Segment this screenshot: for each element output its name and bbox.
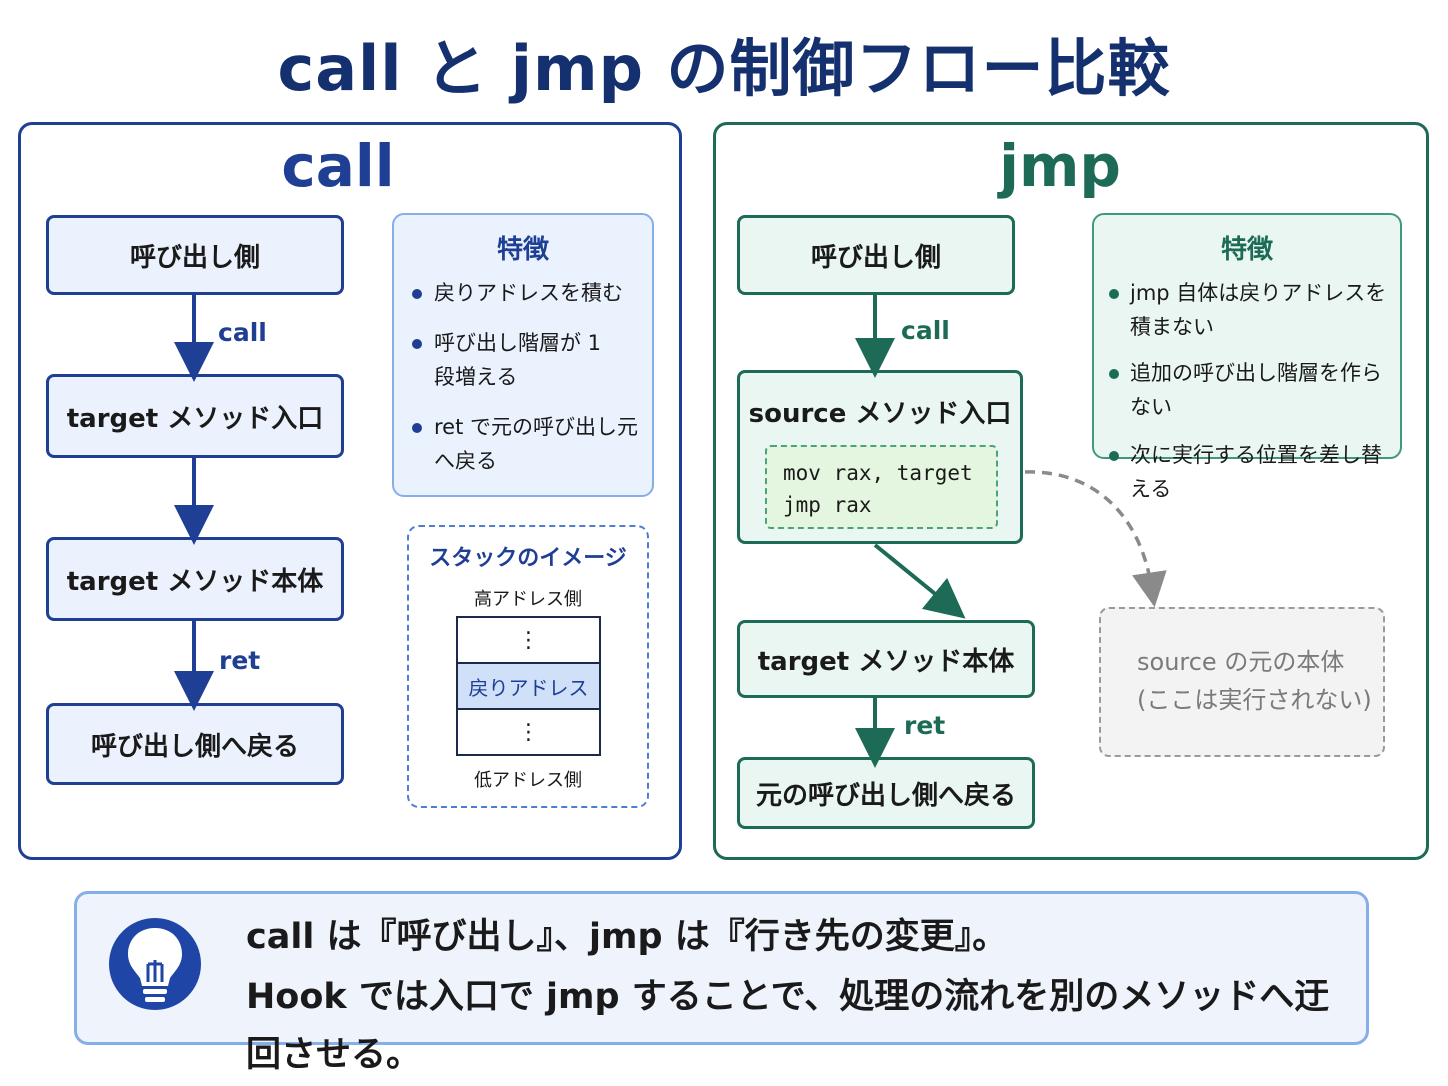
call-features-title: 特徴	[496, 235, 549, 265]
stack-cell-upper: ⋮	[456, 616, 601, 664]
call-feature-item: 戻りアドレスを積む	[394, 276, 652, 310]
jmp-panel-heading: jmp	[999, 132, 1121, 200]
call-target-entry-box: target メソッド入口	[46, 374, 344, 458]
call-feature-item: 呼び出し階層が 1 段増える	[394, 326, 652, 394]
jmp-code-snippet: mov rax, target jmp rax	[765, 445, 998, 529]
stack-cell-return-address: 戻りアドレス	[456, 662, 601, 710]
jmp-feature-item: 次に実行する位置を差し替える	[1094, 438, 1400, 506]
bullet-dot	[412, 339, 422, 349]
jmp-caller-box: 呼び出し側	[737, 215, 1015, 295]
call-edge-label-call: call	[218, 318, 267, 347]
call-feature-2-line2: 段増える	[434, 365, 518, 389]
bullet-dot	[412, 289, 422, 299]
code-line-2: jmp rax	[783, 493, 872, 517]
call-feature-3-line2: へ戻る	[434, 449, 497, 473]
call-target-body-box: target メソッド本体	[46, 537, 344, 621]
call-feature-3-line1: ret で元の呼び出し元	[434, 415, 639, 439]
jmp-feature-3-text: 次に実行する位置を差し替える	[1130, 443, 1382, 501]
jmp-arrow-to-target	[873, 543, 966, 619]
note-line-1: call は『呼び出し』、jmp は『行き先の変更』。	[246, 917, 1008, 957]
call-feature-1-text: 戻りアドレスを積む	[434, 281, 623, 305]
call-edge-label-ret: ret	[219, 646, 261, 675]
jmp-arrow-skipped	[1024, 470, 1167, 608]
jmp-return-box: 元の呼び出し側へ戻る	[737, 757, 1035, 829]
jmp-features-title: 特徴	[1220, 235, 1273, 265]
call-panel-heading: call	[281, 132, 395, 200]
bullet-dot	[1109, 369, 1119, 379]
call-feature-item: ret で元の呼び出し元 へ戻る	[394, 410, 652, 478]
ghost-line-1: source の元の本体	[1137, 648, 1345, 676]
summary-note	[74, 891, 1369, 1045]
jmp-feature-item: 追加の呼び出し階層を作らない	[1094, 356, 1400, 424]
bullet-dot	[1109, 289, 1119, 299]
jmp-target-body-box: target メソッド本体	[737, 620, 1035, 698]
stack-cell-lower: ⋮	[456, 708, 601, 756]
call-features-card: 特徴 戻りアドレスを積む 呼び出し階層が 1 段増える ret で元の呼び出し元…	[392, 213, 654, 497]
lightbulb-icon	[109, 918, 201, 1010]
call-return-box: 呼び出し側へ戻る	[46, 703, 344, 785]
jmp-feature-1-line1: jmp 自体は戻りアドレスを	[1130, 281, 1387, 305]
call-flow-arrows	[174, 295, 214, 711]
ghost-line-2: (ここは実行されない)	[1137, 686, 1372, 714]
code-line-1: mov rax, target	[783, 461, 973, 485]
bullet-dot	[412, 423, 422, 433]
jmp-edge-label-call: call	[901, 316, 950, 345]
jmp-source-entry-label: source メソッド入口	[748, 399, 1012, 429]
jmp-feature-1-line2: 積まない	[1130, 315, 1214, 339]
stack-high-address-label: 高アドレス側	[474, 589, 582, 610]
page-title: call と jmp の制御フロー比較	[277, 32, 1171, 105]
bullet-dot	[1109, 451, 1119, 461]
jmp-feature-item: jmp 自体は戻りアドレスを 積まない	[1094, 276, 1400, 344]
jmp-feature-2-text: 追加の呼び出し階層を作らない	[1130, 361, 1382, 419]
call-feature-2-line1: 呼び出し階層が 1	[434, 331, 602, 355]
jmp-flow-arrows	[855, 295, 1167, 768]
stack-image-frame	[407, 525, 649, 808]
stack-image-title: スタックのイメージ	[429, 546, 627, 571]
call-caller-box: 呼び出し側	[46, 215, 344, 295]
note-line-2: Hook では入口で jmp することで、処理の流れを別のメソッドへ迂回させる。	[246, 977, 1330, 1075]
stack-low-address-label: 低アドレス側	[474, 770, 582, 791]
jmp-ghost-original-body: source の元の本体 (ここは実行されない)	[1099, 607, 1385, 757]
jmp-edge-label-ret: ret	[904, 711, 946, 740]
jmp-features-card: 特徴 jmp 自体は戻りアドレスを 積まない 追加の呼び出し階層を作らない 次に…	[1092, 213, 1402, 501]
